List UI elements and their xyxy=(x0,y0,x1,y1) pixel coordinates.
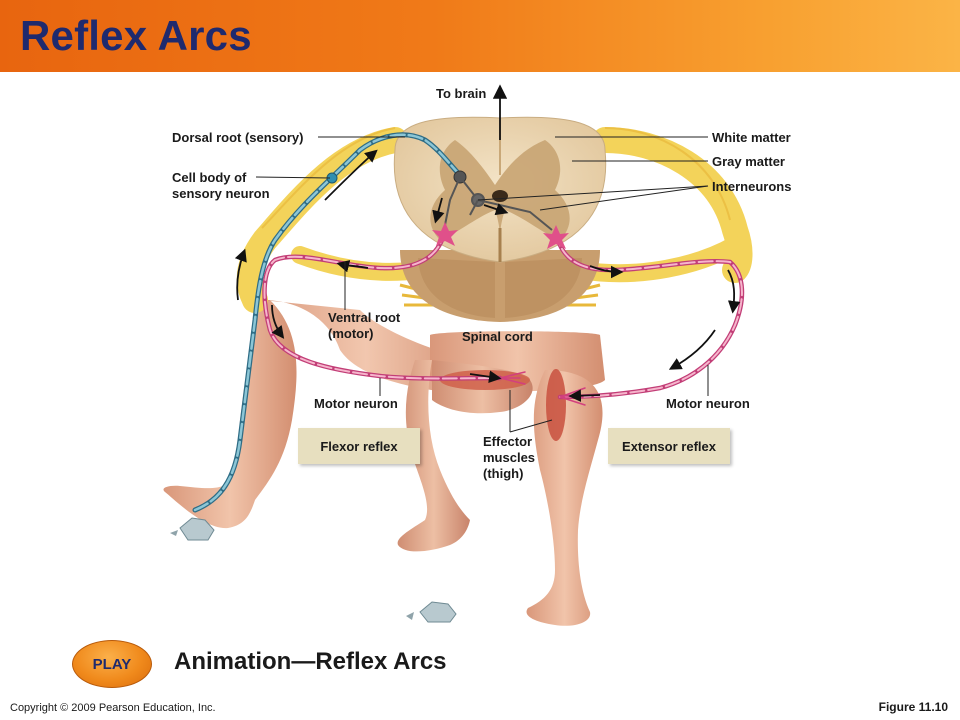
label-dorsal-root: Dorsal root (sensory) xyxy=(172,130,304,145)
title-bar: Reflex Arcs xyxy=(0,0,960,72)
arrow-icon xyxy=(432,197,445,224)
glass-shard-icon xyxy=(406,601,457,623)
copyright-notice: Copyright © 2009 Pearson Education, Inc. xyxy=(10,702,216,714)
arrow-icon xyxy=(483,203,509,216)
extensor-reflex-box: Extensor reflex xyxy=(608,428,730,464)
label-gray-matter: Gray matter xyxy=(712,154,785,169)
label-white-matter: White matter xyxy=(712,130,791,145)
arrow-icon xyxy=(568,389,601,402)
reflex-arc-illustration xyxy=(163,84,753,626)
right-leg xyxy=(526,370,603,626)
figure-number: Figure 11.10 xyxy=(878,700,948,714)
flexor-reflex-box: Flexor reflex xyxy=(298,428,420,464)
motor-cell-body-right xyxy=(543,225,569,249)
arrow-icon xyxy=(271,304,285,339)
label-motor-neuron-right: Motor neuron xyxy=(666,396,750,411)
extensor-muscle xyxy=(546,369,566,441)
label-cell-body: Cell body of sensory neuron xyxy=(172,170,270,201)
label-effector-muscles: Effector muscles (thigh) xyxy=(483,434,536,481)
play-button-label: PLAY xyxy=(92,655,132,673)
impulse-arrows xyxy=(234,84,741,402)
arrow-icon xyxy=(469,370,502,383)
arrow-icon xyxy=(727,269,741,314)
glass-shard-icon xyxy=(170,517,215,541)
arrow-icon xyxy=(668,329,716,370)
play-button[interactable]: PLAY xyxy=(72,640,152,688)
arrow-icon xyxy=(234,248,247,301)
motor-neuron-flexor xyxy=(262,227,526,385)
animation-title[interactable]: Animation—Reflex Arcs xyxy=(174,648,447,675)
label-spinal-cord: Spinal cord xyxy=(462,329,533,344)
arrow-icon xyxy=(324,149,378,201)
label-to-brain: To brain xyxy=(436,86,487,101)
label-interneurons: Interneurons xyxy=(712,179,792,194)
slide-title: Reflex Arcs xyxy=(20,12,252,59)
label-ventral-root: Ventral root (motor) xyxy=(328,310,401,341)
arrow-icon xyxy=(336,260,369,273)
label-motor-neuron-left: Motor neuron xyxy=(314,396,398,411)
leader-lines xyxy=(255,136,709,433)
arrow-icon xyxy=(589,265,624,279)
motor-cell-body-left xyxy=(432,222,458,246)
reflex-arc-figure: To brain Dorsal root (sensory) Cell body… xyxy=(0,72,960,642)
spinal-cord xyxy=(393,116,607,322)
